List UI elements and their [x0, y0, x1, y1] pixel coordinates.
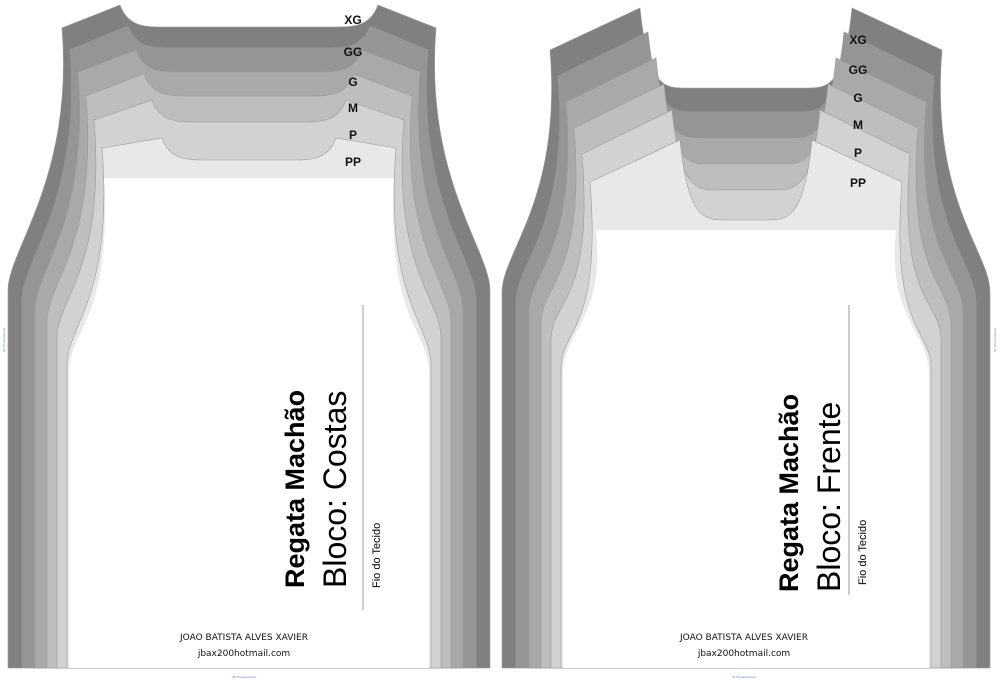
piece-block-name: Bloco: Frente — [811, 402, 847, 592]
size-label-g: G — [348, 75, 357, 89]
size-label-pp: PP — [850, 176, 866, 190]
size-label-gg: GG — [849, 63, 868, 77]
size-label-gg: GG — [344, 45, 363, 59]
width-measure: 46,75 centímetros — [232, 675, 257, 679]
piece-body — [69, 178, 429, 668]
grain-label: Fio do Tecido — [857, 520, 869, 585]
piece-block-name: Bloco: Costas — [317, 391, 353, 588]
size-label-m: M — [348, 101, 358, 115]
author-name: JOAO BATISTA ALVES XAVIER — [679, 633, 808, 643]
size-label-m: M — [853, 118, 863, 132]
back-piece-labels: Regata Machão Bloco: Costas Fio do Tecid… — [2, 305, 383, 679]
grain-label: Fio do Tecido — [371, 523, 383, 588]
author-name: JOAO BATISTA ALVES XAVIER — [179, 633, 308, 643]
size-label-pp: PP — [345, 155, 361, 169]
author-email: jbax200hotmail.com — [197, 649, 290, 659]
size-label-p: P — [854, 146, 862, 160]
size-label-xg: XG — [849, 33, 866, 47]
width-measure: 47,50 centímetros — [732, 675, 757, 679]
piece-title: Regata Machão — [280, 390, 310, 588]
height-measure: 67,30 centímetros — [993, 327, 997, 352]
piece-body — [563, 230, 929, 668]
piece-title: Regata Machão — [774, 394, 804, 592]
size-label-p: P — [349, 128, 357, 142]
height-measure: 66,75 centímetros — [2, 327, 6, 352]
author-email: jbax200hotmail.com — [697, 649, 790, 659]
size-label-xg: XG — [344, 13, 361, 27]
size-label-g: G — [853, 91, 862, 105]
front-piece-labels: Regata Machão Bloco: Frente Fio do Tecid… — [679, 305, 997, 679]
